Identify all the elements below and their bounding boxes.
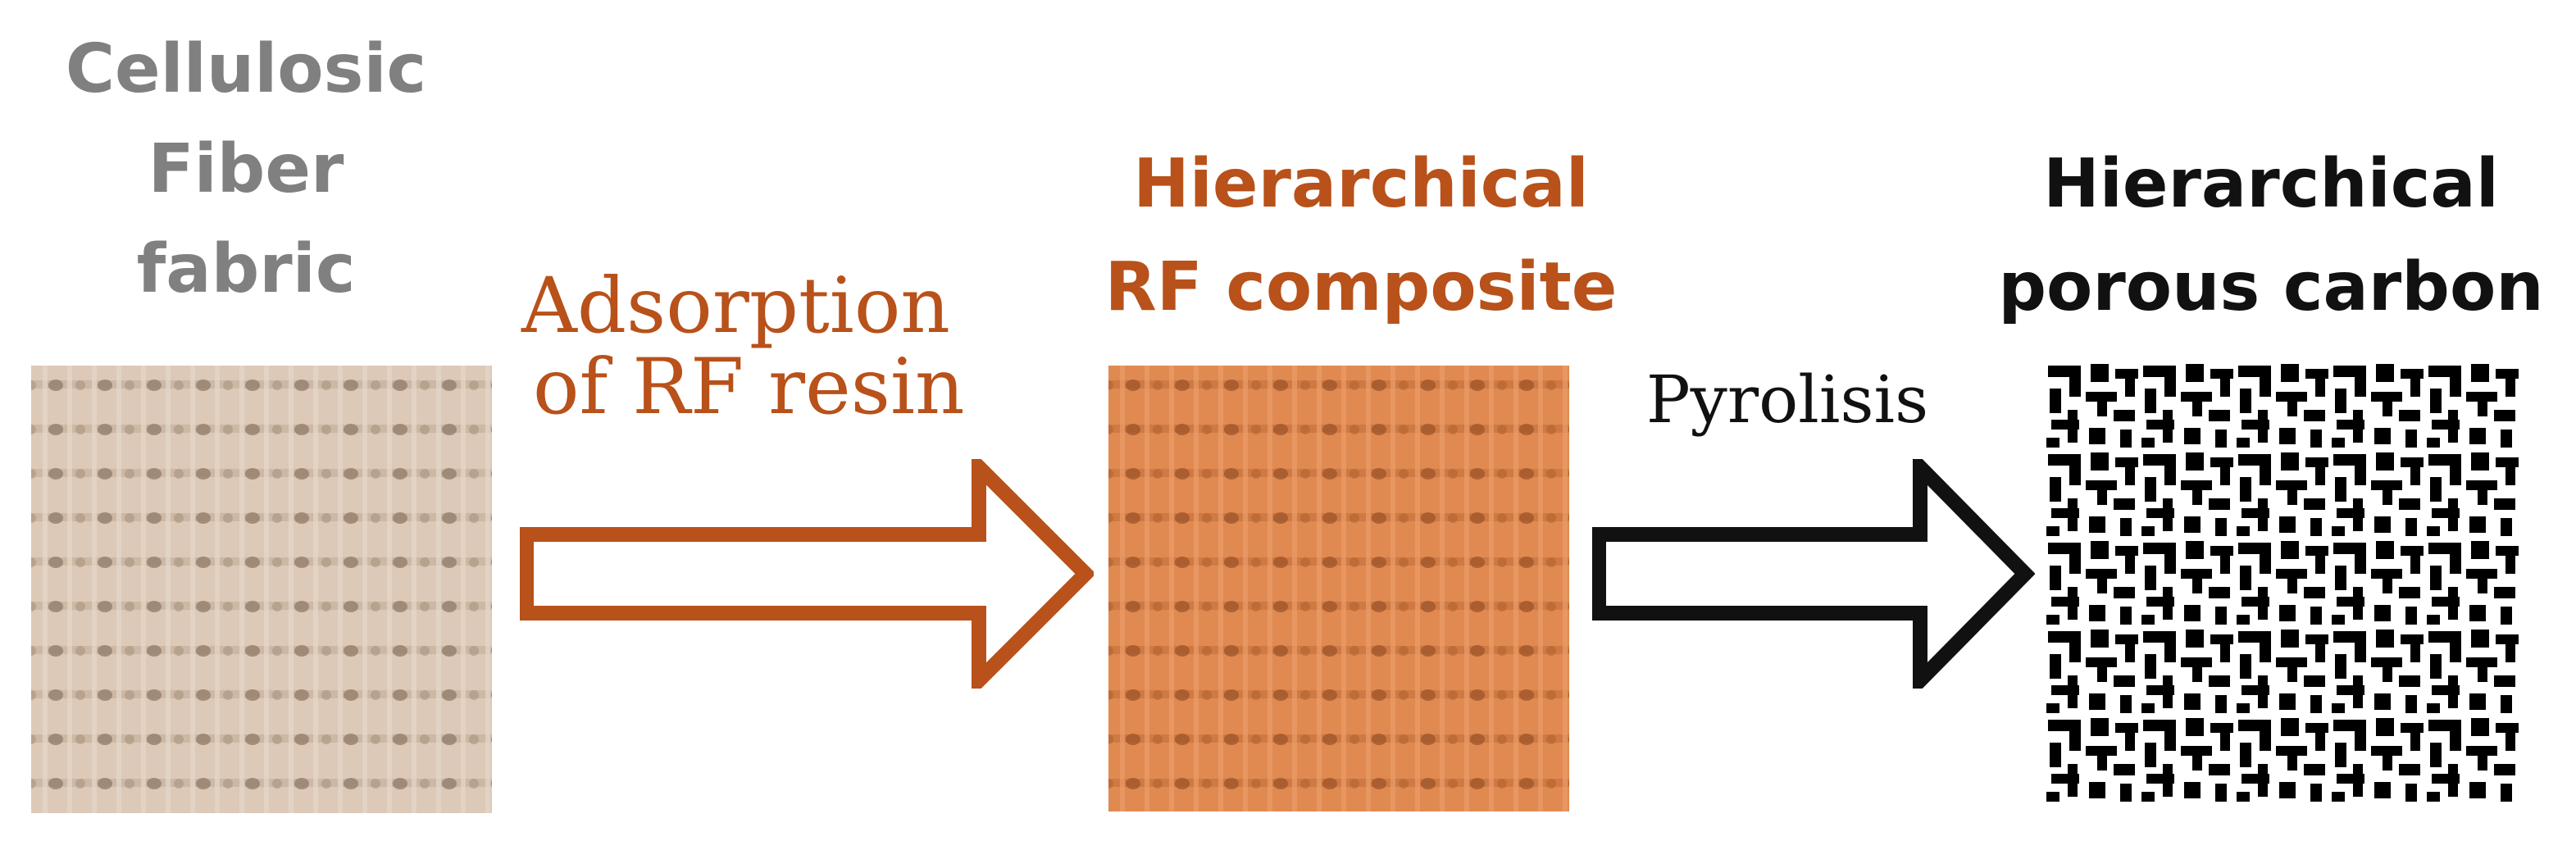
right-arrow-1 <box>520 459 1094 689</box>
right-arrow-2 <box>1592 459 2035 689</box>
step-1-line-2: of RF resin <box>533 342 965 432</box>
stage-2-line-2: RF composite <box>1104 248 1618 326</box>
step-2-label: Pyrolisis <box>1645 361 1929 438</box>
stage-1-label: Cellulosic Fiber fabric <box>25 36 467 303</box>
stage-2-line-1: Hierarchical <box>1133 145 1589 223</box>
stage-3-line-1: Hierarchical <box>2043 145 2499 223</box>
stage-1-line-2: Fiber <box>148 130 344 208</box>
step-1-label: Adsorption of RF resin <box>492 266 1033 428</box>
rf-composite-texture <box>1108 366 1569 811</box>
stage-1-line-1: Cellulosic <box>65 30 427 108</box>
step-1-line-1: Adsorption <box>521 261 950 351</box>
stage-1-line-3: fabric <box>136 230 356 308</box>
stage-3-label: Hierarchical porous carbon <box>1984 151 2558 321</box>
stage-3-line-2: porous carbon <box>1998 248 2544 326</box>
porous-carbon-pattern <box>2045 361 2520 803</box>
stage-2-label: Hierarchical RF composite <box>1074 151 1648 321</box>
cellulosic-fabric-texture <box>31 366 492 813</box>
